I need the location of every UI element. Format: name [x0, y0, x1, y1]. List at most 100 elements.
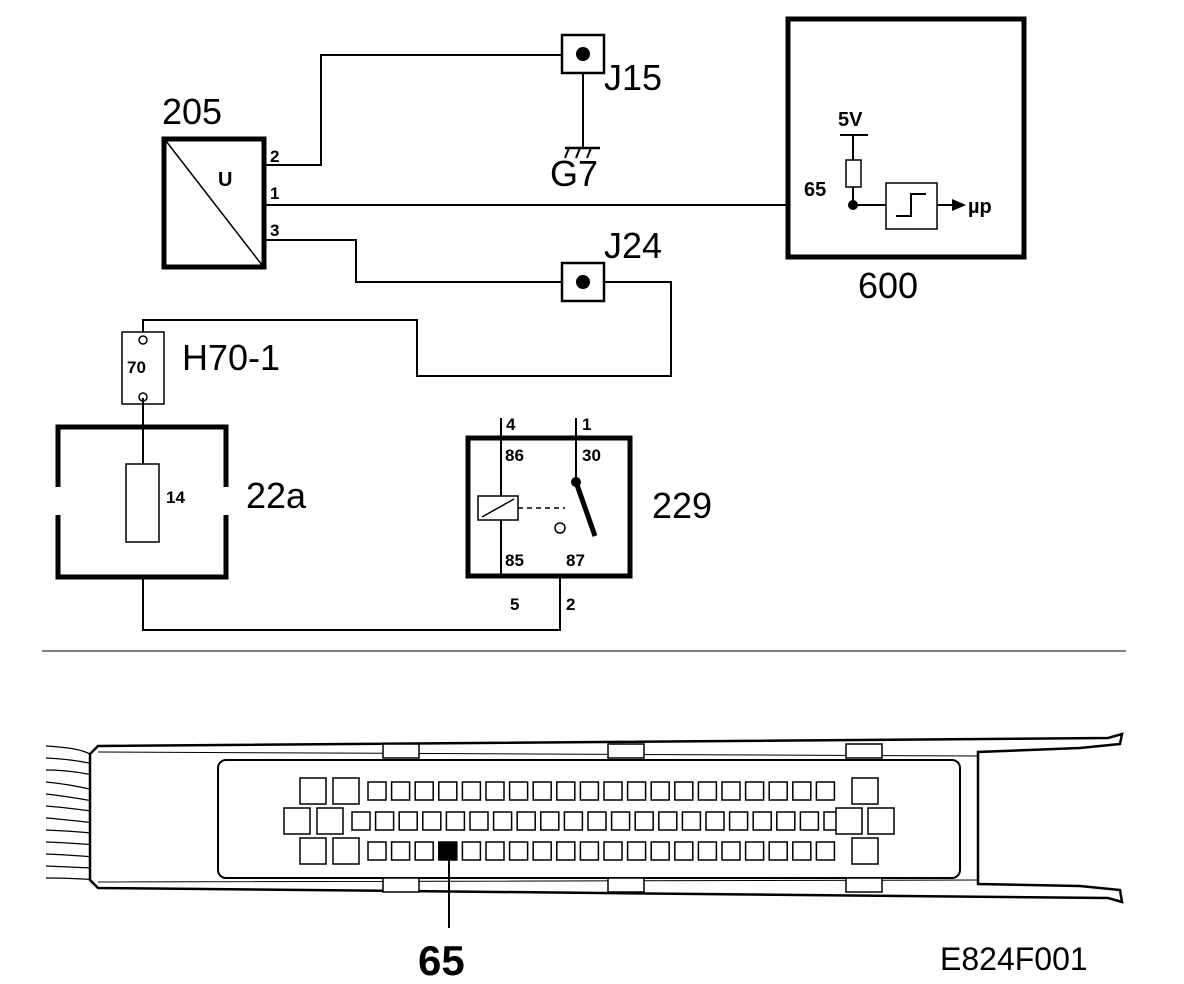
connector-pin	[556, 781, 576, 801]
connector-pin	[461, 781, 482, 801]
connector-pin	[776, 811, 796, 831]
ecu-600-supply-label: 5V	[838, 109, 863, 131]
component-600: 600 5V µp 65	[785, 16, 1027, 306]
connector-pin	[351, 811, 371, 831]
connector-pin	[492, 811, 513, 831]
connector-pin	[469, 811, 489, 831]
connector-large-pin	[835, 807, 863, 835]
h70-connector-body	[121, 331, 165, 405]
connector-pin-grid	[283, 777, 895, 865]
connector-pin	[752, 811, 772, 831]
relay-terminal-87: 87	[566, 551, 585, 570]
connector-pin	[674, 781, 694, 801]
connector-pin	[634, 811, 654, 831]
connector-pin	[603, 781, 623, 801]
connector-pin	[697, 841, 718, 861]
step-symbol-icon	[896, 193, 926, 217]
relay-pin-5: 5	[510, 595, 519, 614]
connector-pin	[626, 841, 647, 861]
connector-pin	[705, 811, 725, 831]
connector-pin	[681, 811, 702, 831]
connector-large-pin	[851, 777, 879, 805]
connector-pin	[422, 811, 442, 831]
connector-pin	[650, 841, 670, 861]
relay-pin-1: 1	[582, 415, 591, 434]
ecu-connector-view: 65	[45, 732, 1124, 984]
connector-pin	[540, 811, 560, 831]
connector-pin	[799, 811, 820, 831]
connector-pin	[744, 781, 765, 801]
sensor-205-symbol: U	[218, 169, 232, 191]
connector-large-pin	[299, 837, 327, 865]
housing-notches	[382, 743, 883, 893]
relay-switch-arm	[573, 481, 598, 537]
connector-pin	[532, 841, 552, 861]
connector-pin	[658, 811, 678, 831]
connector-pin	[485, 841, 505, 861]
wire-j24-to-h70	[142, 281, 672, 377]
sensor-205-pin-2: 2	[270, 147, 279, 166]
ground-symbol-icon	[564, 146, 600, 159]
connector-large-pin	[332, 837, 360, 865]
fuse-number: 14	[166, 488, 185, 507]
highlighted-pin-label: 65	[418, 937, 465, 984]
connector-pin	[438, 781, 458, 801]
connector-pin	[374, 811, 395, 831]
connector-pin	[390, 781, 411, 801]
resistor-icon	[845, 159, 862, 188]
connector-pin	[579, 781, 600, 801]
fuse-box-right-gap	[220, 487, 232, 515]
relay-terminal-30: 30	[582, 446, 601, 465]
connector-pin	[414, 781, 434, 801]
sensor-205-pin-1: 1	[270, 184, 279, 203]
component-22a: 14 22a	[52, 398, 307, 580]
relay-229-id: 229	[652, 485, 712, 526]
relay-pin-2: 2	[566, 595, 575, 614]
connector-pin	[768, 841, 788, 861]
g7-label: G7	[550, 153, 598, 194]
j24-connector-dot	[576, 275, 590, 289]
h70-id: H70-1	[182, 337, 280, 378]
connector-pin	[603, 841, 623, 861]
connector-pin	[728, 811, 749, 831]
fuse-box-22a-id: 22a	[246, 475, 307, 516]
connector-pin	[390, 841, 411, 861]
arrow-right-icon	[952, 199, 966, 211]
component-h70-1: 70 H70-1	[121, 331, 280, 405]
connector-pin	[414, 841, 434, 861]
relay-pin-4: 4	[506, 415, 516, 434]
connector-pin	[721, 781, 741, 801]
ecu-600-output-label: µp	[968, 196, 992, 218]
connector-pin	[792, 781, 812, 801]
connector-pin-65-highlighted	[438, 841, 458, 861]
connector-large-pin	[867, 807, 895, 835]
connector-pin	[815, 781, 836, 801]
connector-pin	[461, 841, 482, 861]
h70-pin-label: 70	[127, 358, 146, 377]
ecu-600-id: 600	[858, 265, 918, 306]
connector-pin	[485, 781, 505, 801]
connector-pin	[532, 781, 552, 801]
relay-terminal-85: 85	[505, 551, 524, 570]
connector-pin	[626, 781, 647, 801]
component-205: U 205 2 1 3	[161, 91, 279, 270]
j24-connector-box	[560, 261, 606, 303]
sensor-205-diagonal	[165, 140, 263, 266]
connector-pin	[445, 811, 466, 831]
connector-large-pin	[851, 837, 879, 865]
housing-inner-rails	[97, 751, 979, 883]
ecu-600-pin-label: 65	[804, 179, 826, 201]
connector-pin	[721, 841, 741, 861]
sensor-205-id: 205	[162, 91, 222, 132]
connector-pin	[815, 841, 836, 861]
fuse-icon	[125, 463, 160, 543]
figure-code: E824F001	[940, 941, 1088, 977]
fuse-box-left-gap	[52, 487, 64, 515]
connector-pin	[610, 811, 631, 831]
connector-pin	[650, 781, 670, 801]
connector-pin	[398, 811, 418, 831]
connector-pin	[556, 841, 576, 861]
h70-pin-top	[138, 335, 148, 345]
component-j15: J15 G7	[550, 33, 662, 194]
connector-pin	[508, 841, 529, 861]
